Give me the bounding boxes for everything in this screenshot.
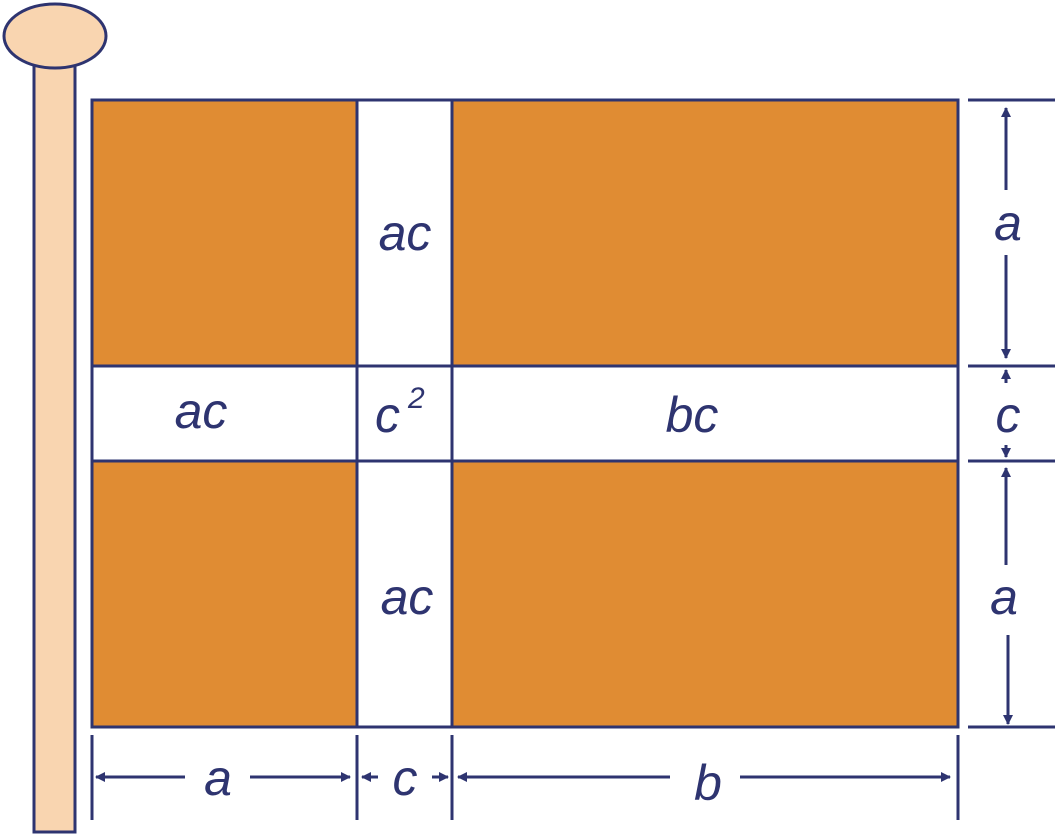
center-exponent: 2: [407, 382, 425, 415]
flag-pole: [32, 58, 77, 834]
dim-bottom-middle: c: [393, 750, 418, 806]
dim-right-top: a: [994, 195, 1022, 251]
right-stripe-label: bc: [666, 387, 719, 443]
dim-bottom-left: a: [204, 750, 232, 806]
bottom-dimension-lines: [90, 735, 960, 820]
horizontal-stripe: [90, 364, 960, 463]
top-stripe-label: ac: [379, 205, 432, 261]
center-label: c: [375, 387, 400, 443]
right-dimension-lines: [968, 98, 1055, 729]
bottom-stripe-label: ac: [381, 569, 434, 625]
dim-bottom-right: b: [694, 755, 722, 811]
dim-right-middle: c: [996, 387, 1021, 443]
pole-knob: [2, 2, 108, 70]
left-stripe-label: ac: [175, 383, 228, 439]
dim-right-bottom: a: [990, 569, 1018, 625]
